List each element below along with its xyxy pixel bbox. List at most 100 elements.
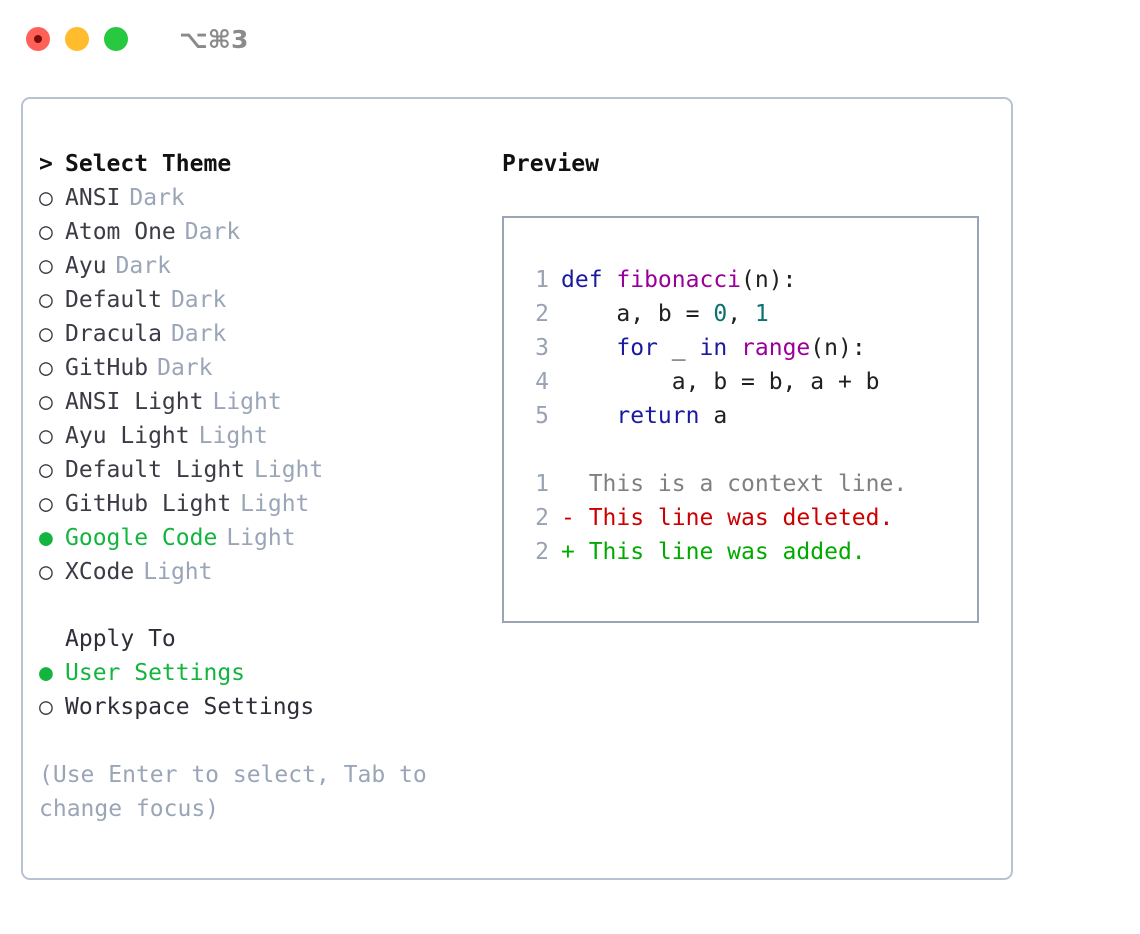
diff-sample: 1 This is a context line. 2 - This line wa…: [504, 467, 977, 569]
diff-line: 1 This is a context line.: [504, 467, 977, 501]
code-line-content: def fibonacci(n):: [561, 263, 796, 297]
code-token-kw: in: [699, 335, 728, 361]
apply-to-indent-spacer: ○: [39, 622, 65, 656]
code-line: 4 a, b = b, a + b: [504, 365, 977, 399]
code-gap-spacer: [504, 433, 977, 467]
keyboard-shortcut-label: ⌥⌘3: [179, 24, 249, 54]
section-spacer: [39, 589, 489, 622]
code-line: 5 return a: [504, 399, 977, 433]
diff-line: 2+ This line was added.: [504, 535, 977, 569]
theme-list-item[interactable]: ○ ANSI Light Light: [39, 385, 489, 419]
line-number: 3: [535, 335, 549, 361]
apply-to-label: User Settings: [65, 660, 246, 686]
code-token-pln: _: [657, 335, 700, 361]
code-line: 2 a, b = 0, 1: [504, 297, 977, 331]
code-token-kw: def: [561, 267, 617, 293]
theme-variant-badge: Light: [143, 559, 213, 585]
theme-name-label: Google Code: [65, 525, 218, 551]
traffic-light-controls: [26, 27, 128, 51]
radio-unselected-icon[interactable]: ○: [39, 491, 53, 517]
apply-to-item[interactable]: ○Workspace Settings: [39, 690, 489, 724]
code-token-fn: fibonacci: [616, 267, 742, 293]
theme-name-label: Default: [65, 287, 162, 313]
minimize-window-icon[interactable]: [65, 27, 89, 51]
theme-variant-badge: Light: [212, 389, 282, 415]
apply-to-item[interactable]: ● User Settings: [39, 656, 489, 690]
window-titlebar: ⌥⌘3: [0, 0, 1140, 78]
code-token-pln: (n):: [810, 335, 866, 361]
code-token-pln: a, b = b, a + b: [561, 369, 880, 395]
theme-variant-badge: Dark: [129, 185, 185, 211]
theme-name-label: GitHub Light: [65, 491, 232, 517]
line-number: 4: [535, 369, 549, 395]
radio-unselected-icon[interactable]: ○: [39, 389, 53, 415]
code-line: 3 for _ in range(n):: [504, 331, 977, 365]
radio-unselected-icon[interactable]: ○: [39, 185, 53, 211]
theme-variant-badge: Light: [254, 457, 324, 483]
radio-unselected-icon[interactable]: ○: [39, 559, 53, 585]
line-number: 2: [535, 505, 549, 531]
code-token-num: 0: [713, 301, 728, 327]
line-number: 1: [535, 471, 549, 497]
theme-name-label: GitHub: [65, 355, 149, 381]
close-window-icon[interactable]: [26, 27, 50, 51]
code-token-pln: (n):: [741, 267, 797, 293]
diff-line: 2 - This line was deleted.: [504, 501, 977, 535]
line-number: 2: [535, 301, 549, 327]
line-number: 5: [535, 403, 549, 429]
code-line-content: a, b = b, a + b: [561, 365, 880, 399]
theme-picker-header: > Select Theme: [39, 147, 489, 181]
diff-line-content-ctx: This is a context line.: [561, 471, 908, 497]
radio-selected-icon[interactable]: ●: [39, 660, 53, 686]
radio-unselected-icon[interactable]: ○: [39, 355, 53, 381]
theme-name-label: Atom One: [65, 219, 176, 245]
theme-name-label: ANSI Light: [65, 389, 204, 415]
radio-unselected-icon[interactable]: ○: [39, 694, 53, 720]
apply-to-list[interactable]: ● User Settings ○Workspace Settings: [39, 656, 489, 724]
line-number: 1: [535, 267, 549, 293]
apply-to-header: ○ Apply To: [39, 622, 489, 656]
theme-variant-badge: Dark: [157, 355, 213, 381]
radio-unselected-icon[interactable]: ○: [39, 457, 53, 483]
theme-list-item[interactable]: ○ Atom One Dark: [39, 215, 489, 249]
theme-variant-badge: Dark: [184, 219, 241, 245]
radio-unselected-icon[interactable]: ○: [39, 287, 53, 313]
diff-line-content-add: + This line was added.: [561, 539, 866, 565]
radio-unselected-icon[interactable]: ○: [39, 253, 53, 279]
theme-list-item[interactable]: ○ Default Dark: [39, 283, 489, 317]
theme-list-item[interactable]: ○ Default Light Light: [39, 453, 489, 487]
radio-selected-icon[interactable]: ●: [39, 525, 53, 551]
radio-unselected-icon[interactable]: ○: [39, 321, 53, 347]
code-token-num: 1: [754, 301, 769, 327]
apply-to-title: Apply To: [65, 626, 176, 652]
radio-unselected-icon[interactable]: ○: [39, 423, 53, 449]
code-token-pln: [727, 335, 741, 361]
code-line-content: a, b = 0, 1: [561, 297, 769, 331]
code-token-pln: [561, 403, 616, 429]
theme-list-item[interactable]: ○ GitHub Dark: [39, 351, 489, 385]
theme-variant-badge: Light: [198, 423, 268, 449]
diff-line-content-del: - This line was deleted.: [561, 505, 894, 531]
code-token-pln: [561, 335, 616, 361]
theme-variant-badge: Dark: [170, 287, 227, 313]
radio-unselected-icon[interactable]: ○: [39, 219, 53, 245]
theme-name-label: Default Light: [65, 457, 246, 483]
code-token-pln: a: [699, 403, 728, 429]
code-line: 1 def fibonacci(n):: [504, 263, 977, 297]
prompt-caret-icon: >: [39, 151, 53, 177]
code-line-content: for _ in range(n):: [561, 331, 866, 365]
keyboard-hint-text: (Use Enter to select, Tab to change focu…: [39, 762, 427, 822]
maximize-window-icon[interactable]: [104, 27, 128, 51]
code-token-pln: ,: [727, 301, 755, 327]
preview-title: Preview: [502, 151, 599, 177]
